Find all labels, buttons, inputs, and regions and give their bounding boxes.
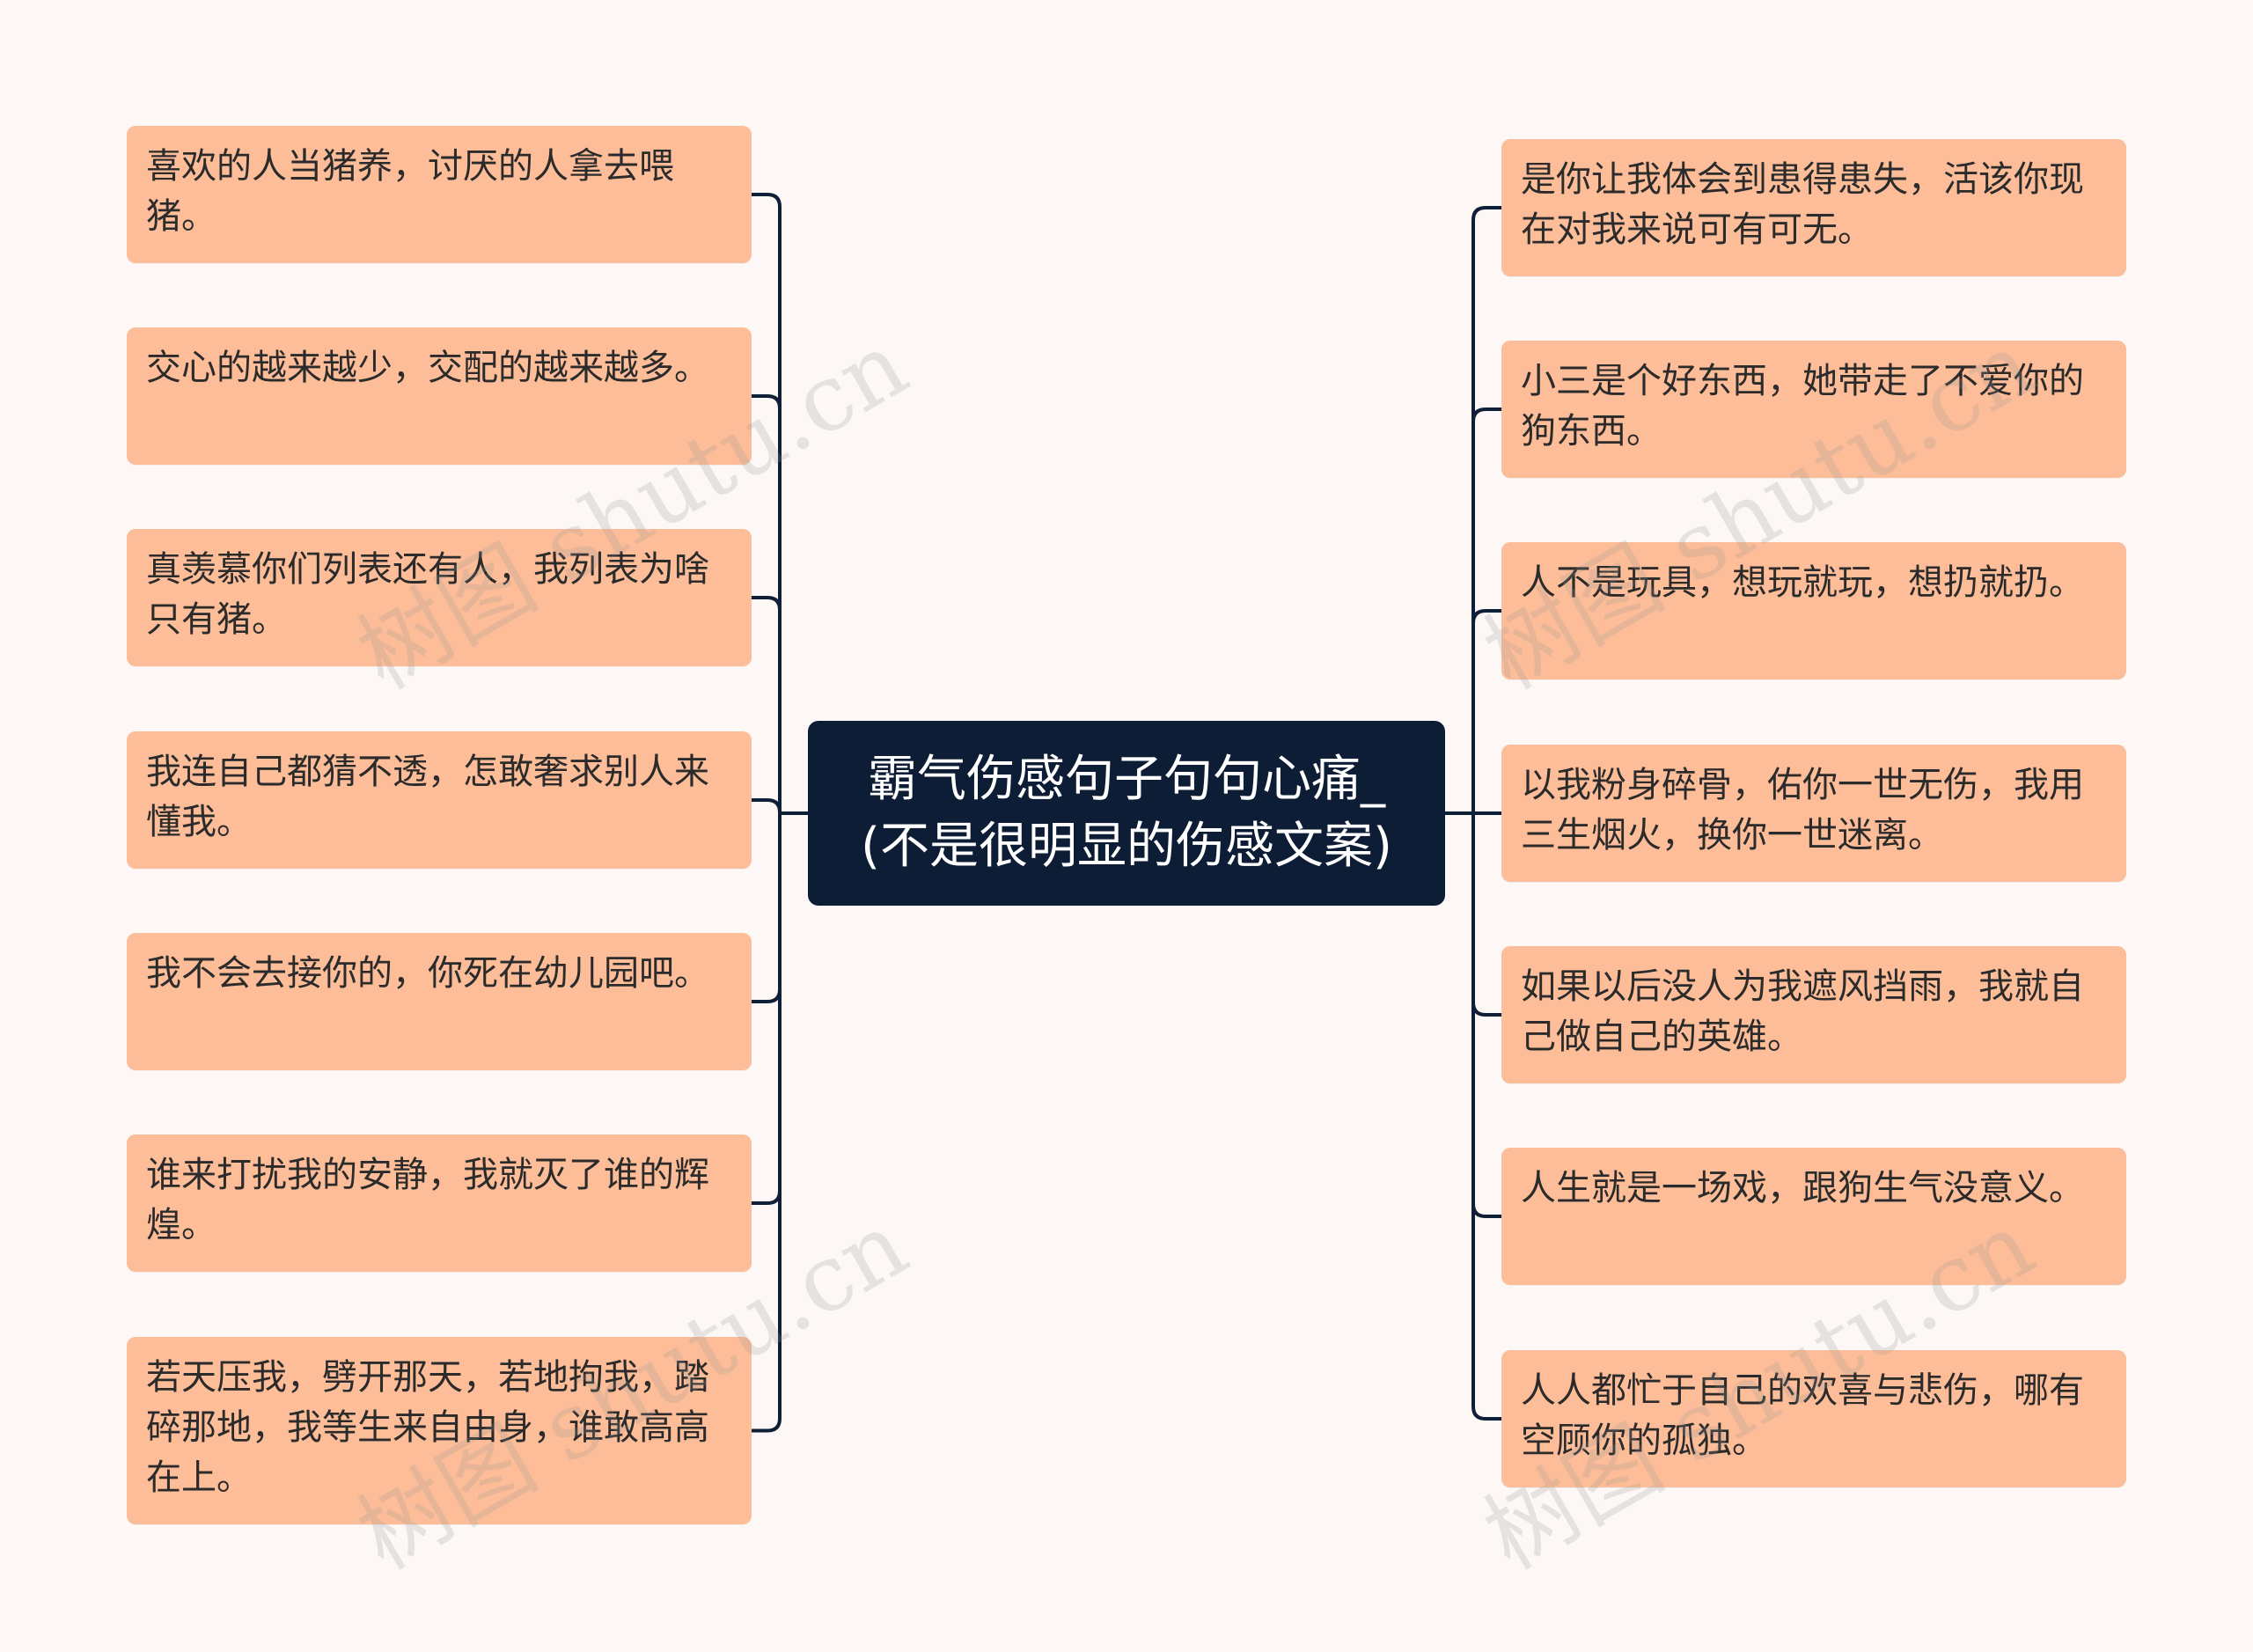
right-branch-connector-1 [1471,206,1501,221]
left-node-7[interactable]: 若天压我，劈开那天，若地拘我，踏碎那地，我等生来自由身，谁敢高高在上。 [127,1337,752,1524]
right-node-1[interactable]: 是你让我体会到患得患失，活该你现在对我来说可有可无。 [1501,139,2126,276]
right-node-3[interactable]: 人不是玩具，想玩就玩，想扔就扔。 [1501,542,2126,679]
left-branch-connector-4 [752,798,782,813]
left-node-5[interactable]: 我不会去接你的，你死在幼儿园吧。 [127,933,752,1070]
right-branch-connector-6 [1471,1203,1501,1218]
left-node-3[interactable]: 真羡慕你们列表还有人，我列表为啥只有猪。 [127,529,752,666]
left-branch-connector-6 [752,1190,782,1205]
left-branch-connector-5 [752,988,782,1003]
right-node-2[interactable]: 小三是个好东西，她带走了不爱你的狗东西。 [1501,341,2126,478]
left-node-2[interactable]: 交心的越来越少，交配的越来越多。 [127,327,752,465]
right-node-7[interactable]: 人人都忙于自己的欢喜与悲伤，哪有空顾你的孤独。 [1501,1350,2126,1487]
left-branch-connector-3 [752,596,782,611]
right-branch-connector-5 [1471,1002,1501,1017]
right-branch-connector-3 [1471,609,1501,624]
right-node-5[interactable]: 如果以后没人为我遮风挡雨，我就自己做自己的英雄。 [1501,946,2126,1083]
right-branch-connector-2 [1471,407,1501,422]
central-topic[interactable]: 霸气伤感句子句句心痛_(不是很明显的伤感文案) [808,721,1445,906]
right-node-4[interactable]: 以我粉身碎骨，佑你一世无伤，我用三生烟火，换你一世迷离。 [1501,745,2126,882]
left-branch-connector-7 [752,1418,782,1433]
left-branch-connector-2 [752,394,782,409]
right-node-6[interactable]: 人生就是一场戏，跟狗生气没意义。 [1501,1148,2126,1285]
right-branch-connector-7 [1471,1406,1501,1421]
left-node-6[interactable]: 谁来打扰我的安静，我就灭了谁的辉煌。 [127,1134,752,1272]
left-branch-connector-1 [752,193,782,208]
left-node-4[interactable]: 我连自己都猜不透，怎敢奢求别人来懂我。 [127,731,752,869]
left-node-1[interactable]: 喜欢的人当猪养，讨厌的人拿去喂猪。 [127,126,752,263]
